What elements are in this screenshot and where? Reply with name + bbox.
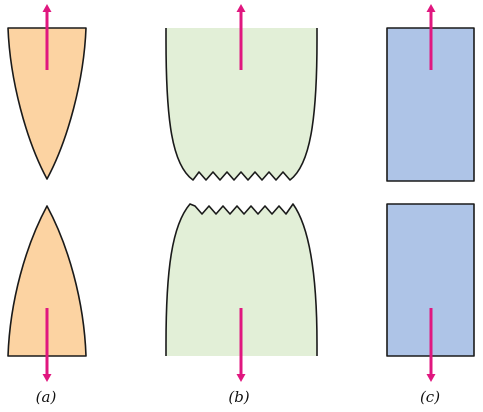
specimen-c-upper-half bbox=[386, 27, 475, 182]
specimen-b-upper-half bbox=[166, 28, 317, 180]
specimen-a-lower-half bbox=[7, 205, 87, 357]
specimen-b-lower-outline bbox=[165, 203, 318, 356]
specimen-a bbox=[7, 27, 87, 357]
specimen-b-lower-half bbox=[166, 204, 317, 356]
specimen-b-upper-outline bbox=[165, 28, 318, 181]
caption-c: (c) bbox=[419, 388, 441, 406]
tensile-arrows bbox=[42, 4, 436, 382]
specimen-c bbox=[386, 27, 475, 357]
specimen-a-upper-half bbox=[7, 27, 87, 180]
caption-b: (b) bbox=[228, 388, 250, 406]
specimen-b bbox=[165, 28, 318, 356]
caption-a: (a) bbox=[35, 388, 57, 406]
